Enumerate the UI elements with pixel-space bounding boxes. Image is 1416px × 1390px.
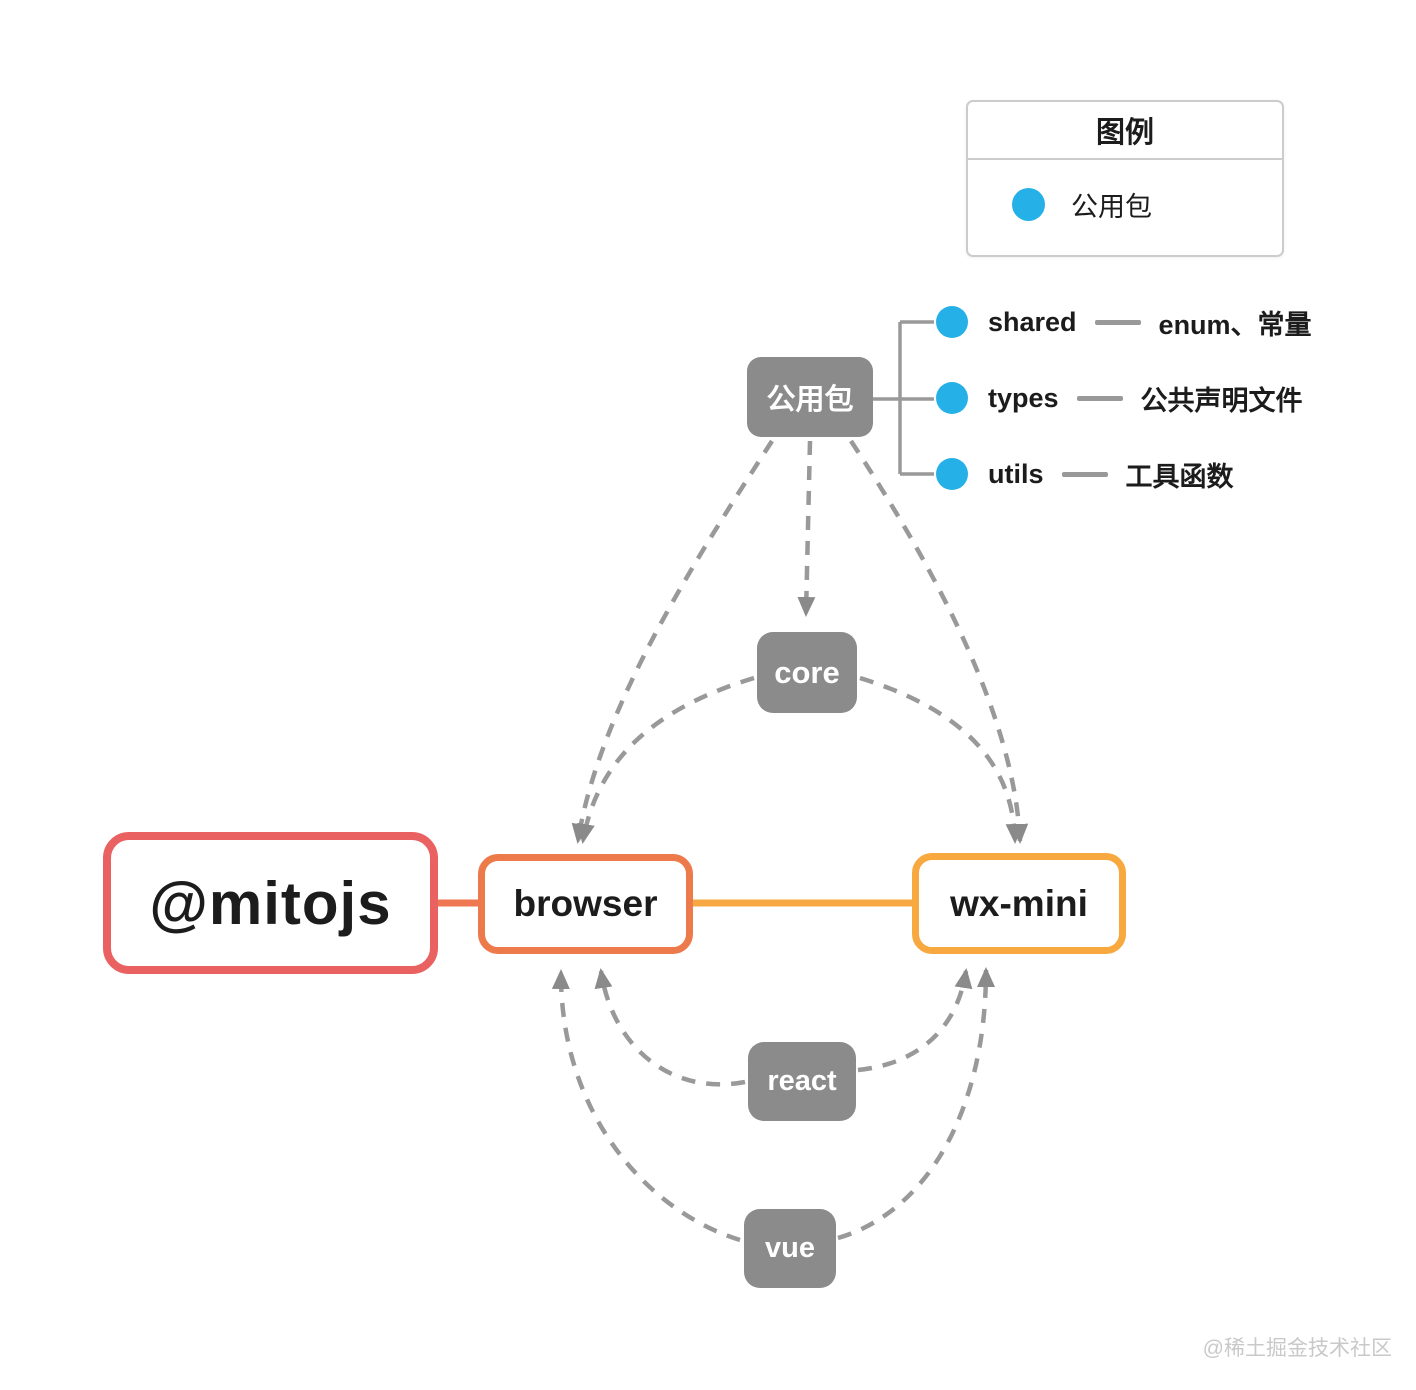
tree-row-desc: 公共声明文件 bbox=[1140, 385, 1303, 416]
tree-row-name: utils bbox=[988, 458, 1044, 489]
tree-row-desc: enum、常量 bbox=[1158, 309, 1312, 340]
node-browser-label: browser bbox=[513, 883, 658, 924]
tree-bracket bbox=[873, 320, 934, 476]
legend-card: 图例 公用包 bbox=[966, 100, 1284, 257]
edge-core-wxmini bbox=[859, 675, 1024, 844]
watermark: @稀土掘金技术社区 bbox=[1202, 1337, 1392, 1360]
node-react: react bbox=[748, 1042, 856, 1121]
legend-item-public-package: 公用包 bbox=[1012, 185, 1282, 224]
node-core-label: core bbox=[774, 654, 840, 690]
dash-line bbox=[1061, 471, 1108, 477]
edge-vue-browser bbox=[551, 969, 741, 1243]
edge-core-browser bbox=[577, 675, 755, 844]
edge-react-wxmini bbox=[857, 968, 973, 1073]
node-browser: browser bbox=[478, 854, 693, 954]
tree-row-name: shared bbox=[988, 306, 1077, 337]
tree-row-types: types 公共声明文件 bbox=[936, 381, 1303, 416]
dash-line bbox=[1094, 319, 1141, 325]
dash-line bbox=[1076, 395, 1123, 401]
node-react-label: react bbox=[767, 1065, 837, 1097]
node-vue: vue bbox=[744, 1209, 836, 1288]
node-public-package: 公用包 bbox=[747, 357, 873, 437]
blue-dot-icon bbox=[936, 306, 968, 338]
node-mitojs: @mitojs bbox=[103, 832, 438, 974]
edge-react-browser bbox=[594, 968, 746, 1087]
node-public-package-label: 公用包 bbox=[766, 384, 854, 416]
legend-item-label: 公用包 bbox=[1071, 192, 1152, 222]
tree-row-shared: shared enum、常量 bbox=[936, 305, 1312, 340]
edge-pubpkg-wxmini bbox=[849, 439, 1029, 844]
tree-row-utils: utils 工具函数 bbox=[936, 457, 1234, 492]
node-core: core bbox=[757, 632, 857, 713]
edge-pubpkg-core bbox=[797, 440, 816, 617]
node-mitojs-label: @mitojs bbox=[149, 869, 392, 937]
edge-pubpkg-browser bbox=[571, 439, 774, 844]
tree-row-desc: 工具函数 bbox=[1125, 461, 1234, 492]
edge-vue-wxmini bbox=[837, 967, 995, 1241]
node-wx-mini-label: wx-mini bbox=[950, 882, 1088, 924]
blue-dot-icon bbox=[936, 458, 968, 490]
legend-title: 图例 bbox=[968, 102, 1282, 160]
blue-dot-icon bbox=[1012, 188, 1045, 221]
node-vue-label: vue bbox=[765, 1232, 815, 1264]
tree-row-name: types bbox=[988, 382, 1059, 413]
blue-dot-icon bbox=[936, 382, 968, 414]
node-wx-mini: wx-mini bbox=[912, 853, 1126, 954]
